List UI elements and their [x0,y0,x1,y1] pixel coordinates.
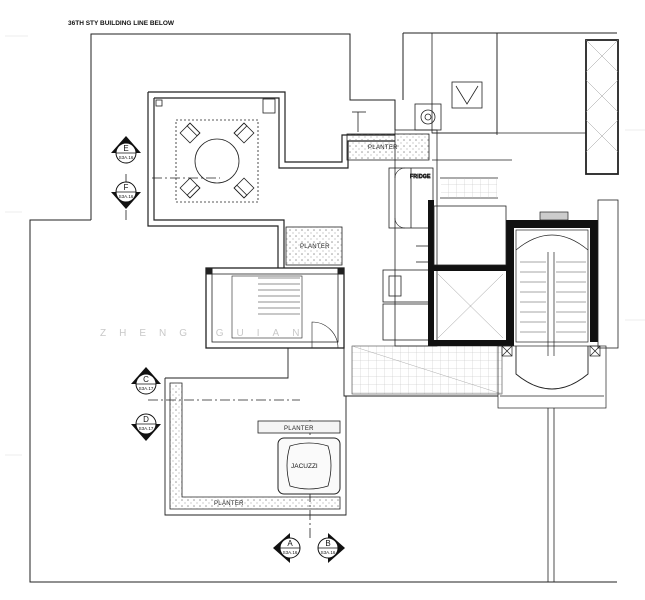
section-sheet: S3A.17 [139,426,154,431]
section-letter: F [124,183,129,192]
section-sheet: S3A.16 [119,194,134,199]
section-tag-c: C S3A.17 [131,367,161,395]
jacuzzi: JACUZZI [277,437,341,495]
right-room [547,199,619,582]
planter-mid-label: PLANTER [300,244,330,250]
section-letter: C [143,375,149,384]
planter-mid: PLANTER [285,226,343,266]
border-ticks [5,35,645,456]
section-sheet: S3A.17 [139,386,154,391]
shaft-top-right [585,39,619,175]
section-letter: D [143,415,149,424]
section-sheet: S3A.16 [321,550,336,555]
section-tags: ES3A.16FS3A.16CS3A.17DS3A.17AS3A.16BS3A.… [111,136,345,563]
section-tag-a: A S3A.16 [273,533,301,563]
core-walls [428,200,598,346]
jacuzzi-label: JACUZZI [291,463,318,470]
section-tag-d: D S3A.17 [131,413,161,441]
building-line-note: 36TH STY BUILDING LINE BELOW [68,20,175,27]
planter-l-shape: PLANTER [169,382,341,510]
fridge-label: FRIDGE [410,174,431,180]
planter-top: PLANTER [346,111,430,161]
section-letter: E [123,144,128,153]
stair-room [205,267,345,349]
planter-jacuzzi-label: PLANTER [284,426,314,432]
section-letter: B [325,539,330,548]
stair-core [497,211,607,409]
section-tag-e: E S3A.16 [111,136,141,164]
section-tag-f: F S3A.16 [111,181,141,209]
section-tag-b: B S3A.16 [317,533,345,563]
watermark: ZHENG GUIAN [100,328,312,339]
section-letter: A [287,539,293,548]
tiled-deck [351,345,503,395]
mechanical-rooms [414,32,586,199]
section-sheet: S3A.16 [283,550,298,555]
section-sheet: S3A.16 [119,155,134,160]
jacuzzi-terrace [164,347,498,516]
dining-table-set [175,119,259,203]
planter-top-label: PLANTER [368,145,398,151]
planter-bottom-label: PLANTER [214,501,244,507]
planter-jacuzzi: PLANTER [257,420,341,434]
